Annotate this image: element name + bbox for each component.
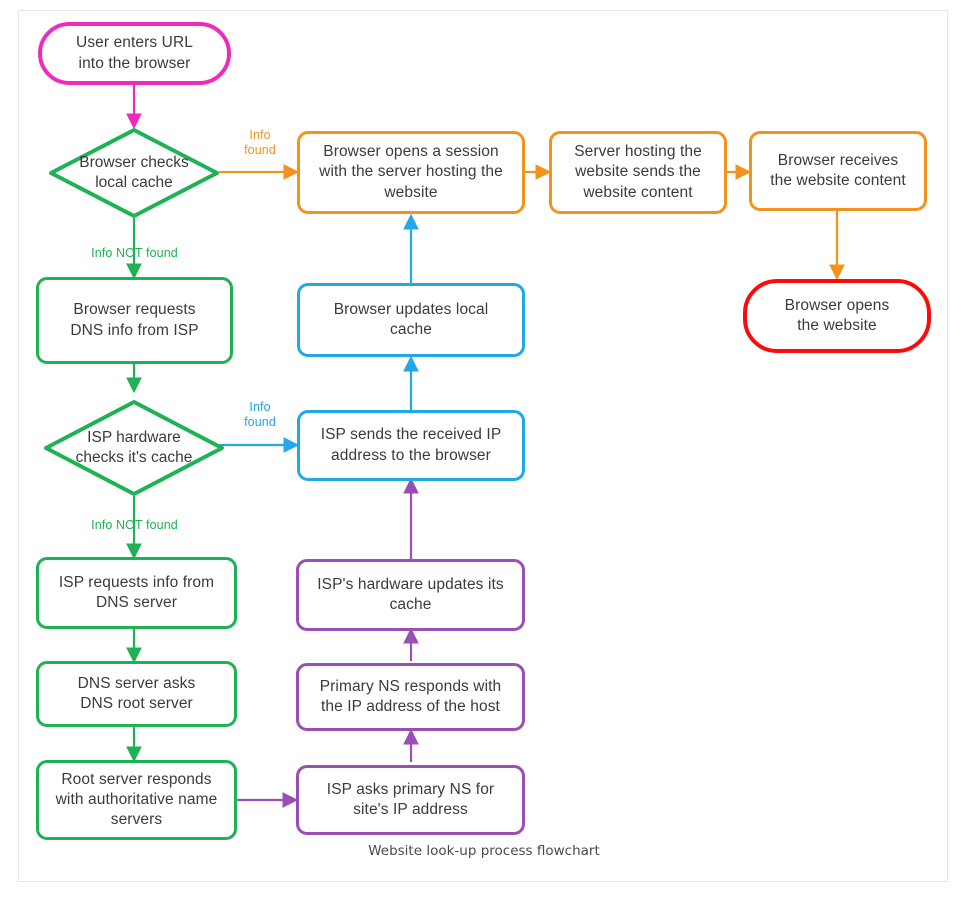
node-browser-cache-label: Browser checks local cache [79,153,189,191]
node-isp-cache-label: ISP hardware checks it's cache [75,428,193,466]
edge-label-info-not-found-1: Info NOT found [91,246,178,260]
node-isp-sends-ip-label: ISP sends the received IP address to the… [320,426,502,464]
node-dns-root-label: DNS server asks DNS root server [77,674,196,712]
node-server-sends[interactable]: Server hosting the website sends the web… [549,131,727,214]
node-root-responds-label: Root server responds with authoritative … [55,770,218,829]
node-ns-responds-label: Primary NS responds with the IP address … [319,677,502,715]
node-isp-cache[interactable]: ISP hardware checks it's cache [43,399,225,497]
node-browser-update[interactable]: Browser updates local cache [297,283,525,357]
node-browser-recv[interactable]: Browser receives the website content [749,131,927,211]
edge-label-info-not-found-2: Info NOT found [91,518,178,532]
node-isp-dns[interactable]: ISP requests info from DNS server [36,557,237,629]
node-dns-root[interactable]: DNS server asks DNS root server [36,661,237,727]
node-browser-cache[interactable]: Browser checks local cache [48,127,220,219]
node-open-session-label: Browser opens a session with the server … [319,143,503,201]
node-isp-asks-ns-label: ISP asks primary NS for site's IP addres… [326,780,495,818]
node-isp-sends-ip[interactable]: ISP sends the received IP address to the… [297,410,525,481]
edge-label-info-found-blue: Info found [244,400,276,429]
node-server-sends-label: Server hosting the website sends the web… [574,143,702,201]
node-isp-dns-label: ISP requests info from DNS server [58,573,215,611]
node-browser-opens-label: Browser opens the website [784,296,890,334]
node-start[interactable]: User enters URL into the browser [38,22,231,85]
node-isp-updates-label: ISP's hardware updates its cache [317,575,504,613]
diamond-shape [44,400,224,496]
diamond-shape [49,128,219,218]
node-dns-request[interactable]: Browser requests DNS info from ISP [36,277,233,364]
node-open-session[interactable]: Browser opens a session with the server … [297,131,525,214]
node-browser-update-label: Browser updates local cache [333,300,489,338]
node-browser-recv-label: Browser receives the website content [770,151,906,189]
node-ns-responds[interactable]: Primary NS responds with the IP address … [296,663,525,731]
node-start-label: User enters URL into the browser [76,34,193,72]
node-dns-request-label: Browser requests DNS info from ISP [70,301,199,339]
node-root-responds[interactable]: Root server responds with authoritative … [36,760,237,840]
node-isp-asks-ns[interactable]: ISP asks primary NS for site's IP addres… [296,765,525,835]
diagram-caption: Website look-up process flowchart [368,843,600,859]
node-browser-opens[interactable]: Browser opens the website [743,279,931,353]
edge-label-info-found-orange: Info found [244,128,276,157]
node-isp-updates[interactable]: ISP's hardware updates its cache [296,559,525,631]
